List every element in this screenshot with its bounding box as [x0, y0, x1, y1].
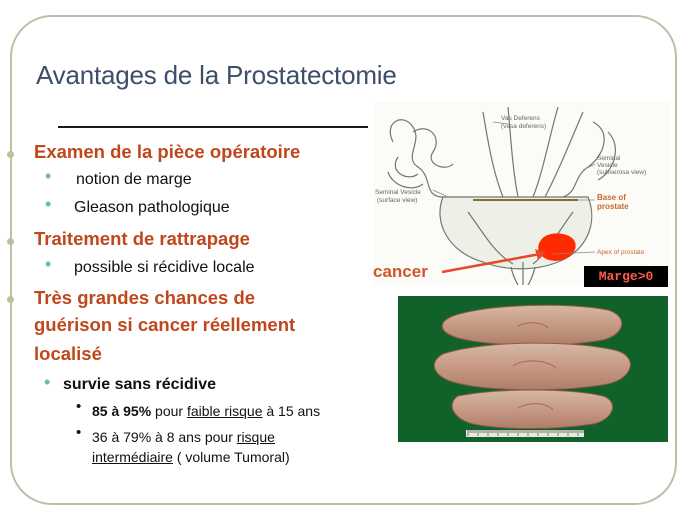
tumor-marker	[538, 233, 576, 261]
point-bullet-icon: •	[76, 398, 82, 415]
prostate-anatomy-diagram: Vas Deferens (vasa deferens) Seminal Ves…	[373, 102, 671, 285]
specimen-slices-illustration	[433, 304, 631, 437]
bullet-dot-icon	[7, 296, 14, 303]
svg-text:(vasa deferens): (vasa deferens)	[501, 123, 546, 130]
svg-text:(subserosa view): (subserosa view)	[597, 169, 646, 176]
sub-item-survie: survie sans récidive	[63, 376, 216, 393]
svg-text:Seminal: Seminal	[597, 155, 621, 162]
point-faible-risque: 85 à 95% pour faible risque à 15 ans	[92, 403, 321, 419]
point-risque-line1: 36 à 79% à 8 ans pour risque	[92, 429, 275, 445]
bullet-guerison-line3: localisé	[34, 343, 102, 364]
sub-item-gleason: Gleason pathologique	[74, 199, 230, 216]
sub-item-recidive: possible si récidive locale	[74, 259, 255, 276]
bullet-dot-icon	[7, 151, 14, 158]
prostate-anatomy-illustration: Vas Deferens (vasa deferens) Seminal Ves…	[375, 106, 646, 285]
bullet-dot-icon	[7, 238, 14, 245]
sub-bullet-icon: •	[45, 254, 52, 274]
point-bullet-icon: •	[76, 424, 82, 441]
scale-ruler-icon	[466, 430, 585, 437]
bullet-guerison-line1: Très grandes chances de	[34, 287, 256, 308]
slide-title: Avantages de la Prostatectomie	[36, 60, 397, 90]
sub-bullet-icon: •	[44, 372, 51, 392]
svg-text:(surface view): (surface view)	[377, 197, 417, 204]
sub-item-marge: notion de marge	[76, 171, 192, 188]
sub-bullet-icon: •	[45, 194, 52, 214]
svg-text:Seminal Vesicle: Seminal Vesicle	[375, 189, 421, 196]
title-underline	[58, 126, 368, 128]
svg-text:Base of: Base of	[597, 193, 626, 202]
cancer-label: cancer	[373, 262, 428, 281]
marge-badge: Marge>0	[584, 266, 668, 287]
bullet-guerison-line2: guérison si cancer réellement	[34, 314, 296, 335]
cancer-arrow-icon	[441, 249, 546, 274]
bullet-rattrapage-label: Traitement de rattrapage	[34, 228, 250, 249]
prostate-specimen-photo	[398, 296, 668, 442]
point-risque-line2: intermédiaire ( volume Tumoral)	[92, 449, 290, 465]
svg-text:Apex of prostate: Apex of prostate	[597, 249, 645, 256]
svg-text:Vas Deferens: Vas Deferens	[501, 115, 541, 122]
svg-text:Vesicle: Vesicle	[597, 162, 618, 169]
svg-text:prostate: prostate	[597, 202, 629, 211]
bullet-exam-label: Examen de la pièce opératoire	[34, 141, 301, 162]
sub-bullet-icon: •	[45, 166, 52, 186]
